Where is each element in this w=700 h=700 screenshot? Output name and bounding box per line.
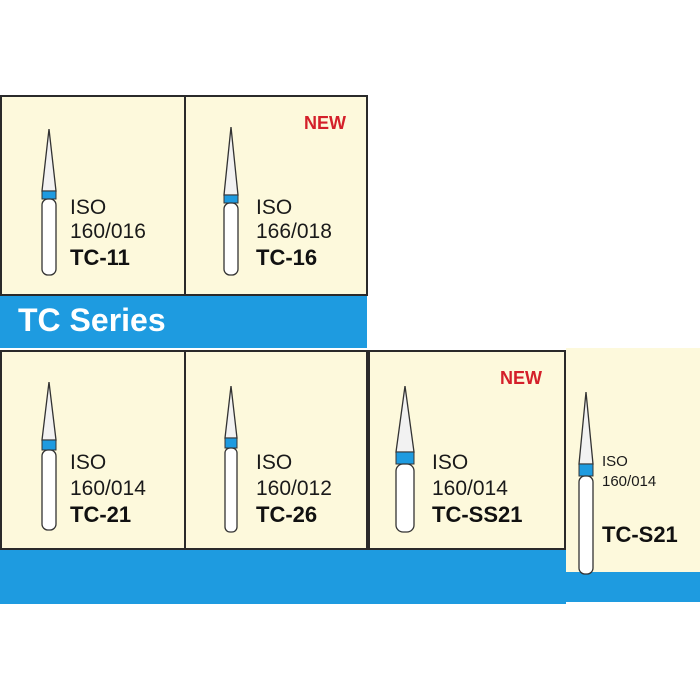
iso-label: ISO — [70, 451, 107, 474]
product-card-tc-16: NEW ISO 166/018 TC-16 — [184, 95, 368, 296]
bottom-bar-middle — [368, 548, 566, 604]
bottom-bar-left — [0, 548, 368, 604]
bur-illustration — [395, 386, 415, 533]
series-banner — [0, 296, 367, 348]
series-title: TC Series — [18, 302, 166, 338]
bur-illustration — [41, 129, 57, 276]
model-code: TC-16 — [256, 245, 318, 270]
bur-illustration — [41, 382, 57, 531]
iso-code: 160/014 — [70, 477, 146, 500]
product-card-tc-ss21: NEW ISO 160/014 TC-SS21 — [368, 350, 566, 550]
iso-code: 160/014 — [432, 477, 508, 500]
bottom-bar-right — [566, 572, 700, 602]
bur-illustration — [578, 392, 594, 575]
iso-code: 160/016 — [70, 220, 146, 243]
iso-label: ISO — [256, 196, 293, 219]
iso-code: 160/012 — [256, 477, 332, 500]
product-card-tc-11: ISO 160/016 TC-11 — [0, 95, 186, 296]
iso-label: ISO — [602, 453, 628, 470]
model-code: TC-11 — [70, 245, 130, 270]
iso-code: 166/018 — [256, 220, 332, 243]
bur-illustration — [223, 127, 239, 276]
iso-code: 160/014 — [602, 473, 657, 490]
model-code: TC-SS21 — [432, 502, 523, 527]
model-code: TC-26 — [256, 502, 318, 527]
product-card-tc-26: ISO 160/012 TC-26 — [184, 350, 368, 550]
new-badge: NEW — [304, 113, 346, 133]
product-card-tc-21: ISO 160/014 TC-21 — [0, 350, 186, 550]
bur-illustration — [224, 386, 238, 533]
iso-label: ISO — [432, 451, 469, 474]
model-code: TC-S21 — [602, 522, 678, 547]
iso-label: ISO — [70, 196, 107, 219]
model-code: TC-21 — [70, 502, 132, 527]
product-card-tc-s21: ISO 160/014 TC-S21 — [566, 348, 700, 575]
new-badge: NEW — [500, 368, 542, 388]
iso-label: ISO — [256, 451, 293, 474]
